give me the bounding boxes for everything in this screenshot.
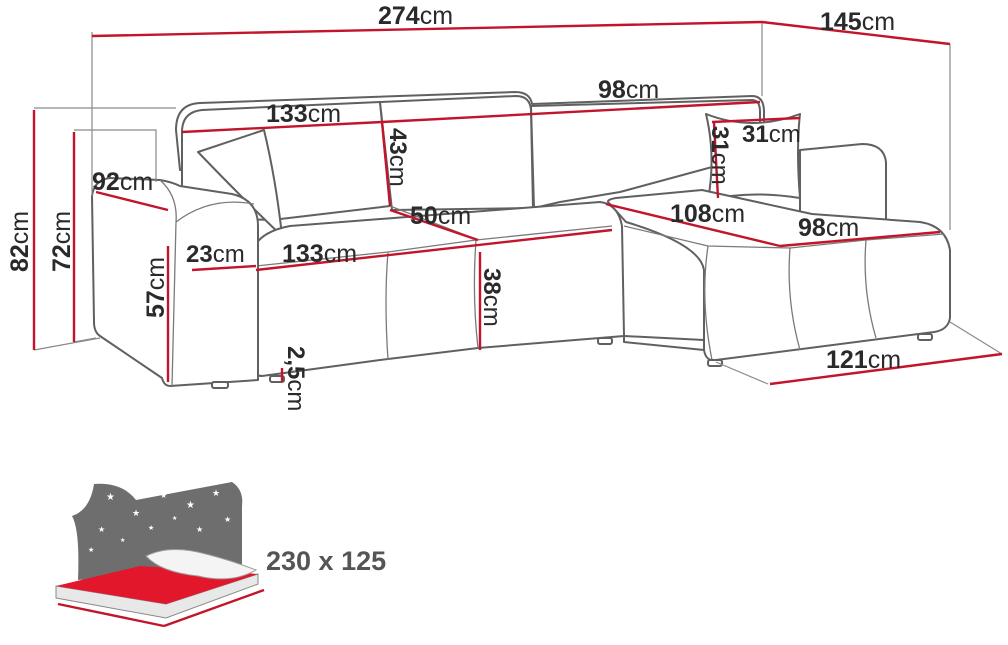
chaise-back-block xyxy=(799,143,887,225)
label-chaise-front: 121cm xyxy=(826,346,901,374)
label-overall-width: 274cm xyxy=(378,2,453,30)
label-seat-depth: 50cm xyxy=(410,202,471,230)
label-backrest-width: 133cm xyxy=(266,100,341,128)
leg xyxy=(597,337,613,345)
label-arm-height: 57cm xyxy=(142,257,170,318)
leg xyxy=(707,359,723,367)
label-overall-depth: 145cm xyxy=(820,8,895,36)
bed-icon: ★ ★ ★ ★ ★ ★ ★ ★ ★ ★ ★ ★ xyxy=(55,482,265,628)
label-leg-height: 2,5cm xyxy=(282,346,309,411)
svg-text:★: ★ xyxy=(88,546,94,554)
chaise-body xyxy=(607,189,951,362)
stars-icon: ★ ★ ★ ★ ★ ★ ★ ★ ★ ★ ★ ★ xyxy=(88,488,231,554)
svg-text:★: ★ xyxy=(148,524,154,532)
back-cushion-right xyxy=(530,99,761,209)
svg-text:★: ★ xyxy=(98,525,105,534)
label-arm-depth: 92cm xyxy=(92,168,153,196)
label-seat-height: 38cm xyxy=(478,268,505,327)
svg-text:★: ★ xyxy=(196,525,203,534)
svg-text:★: ★ xyxy=(212,488,220,498)
label-pillow-width: 31cm xyxy=(742,121,801,148)
label-seat-width: 133cm xyxy=(282,240,357,268)
bed-pillow-icon xyxy=(145,549,258,580)
dimension-labels: 274cm 145cm 82cm 72cm 92cm 57cm 23cm 133… xyxy=(6,2,901,411)
label-chaise-length: 108cm xyxy=(670,200,745,228)
svg-text:★: ★ xyxy=(186,500,195,511)
leg xyxy=(211,381,229,389)
sofa-outline xyxy=(91,91,951,389)
label-back-height: 72cm xyxy=(48,211,76,272)
label-total-height: 82cm xyxy=(6,211,34,272)
svg-text:★: ★ xyxy=(172,515,177,522)
svg-text:★: ★ xyxy=(160,491,167,500)
leg xyxy=(269,375,285,383)
label-chaise-back-width: 98cm xyxy=(598,76,659,104)
leg xyxy=(917,333,933,341)
svg-text:★: ★ xyxy=(224,515,231,524)
svg-text:★: ★ xyxy=(132,508,140,518)
svg-text:★: ★ xyxy=(120,537,125,544)
label-pillow-height: 31cm xyxy=(706,126,733,185)
svg-text:★: ★ xyxy=(106,492,115,503)
dimension-lines xyxy=(32,20,1003,386)
label-back-cushion-height: 43cm xyxy=(384,128,411,187)
label-chaise-width: 98cm xyxy=(798,214,859,242)
bed-size-label: 230 x 125 xyxy=(266,546,386,576)
label-arm-width: 23cm xyxy=(186,241,245,268)
